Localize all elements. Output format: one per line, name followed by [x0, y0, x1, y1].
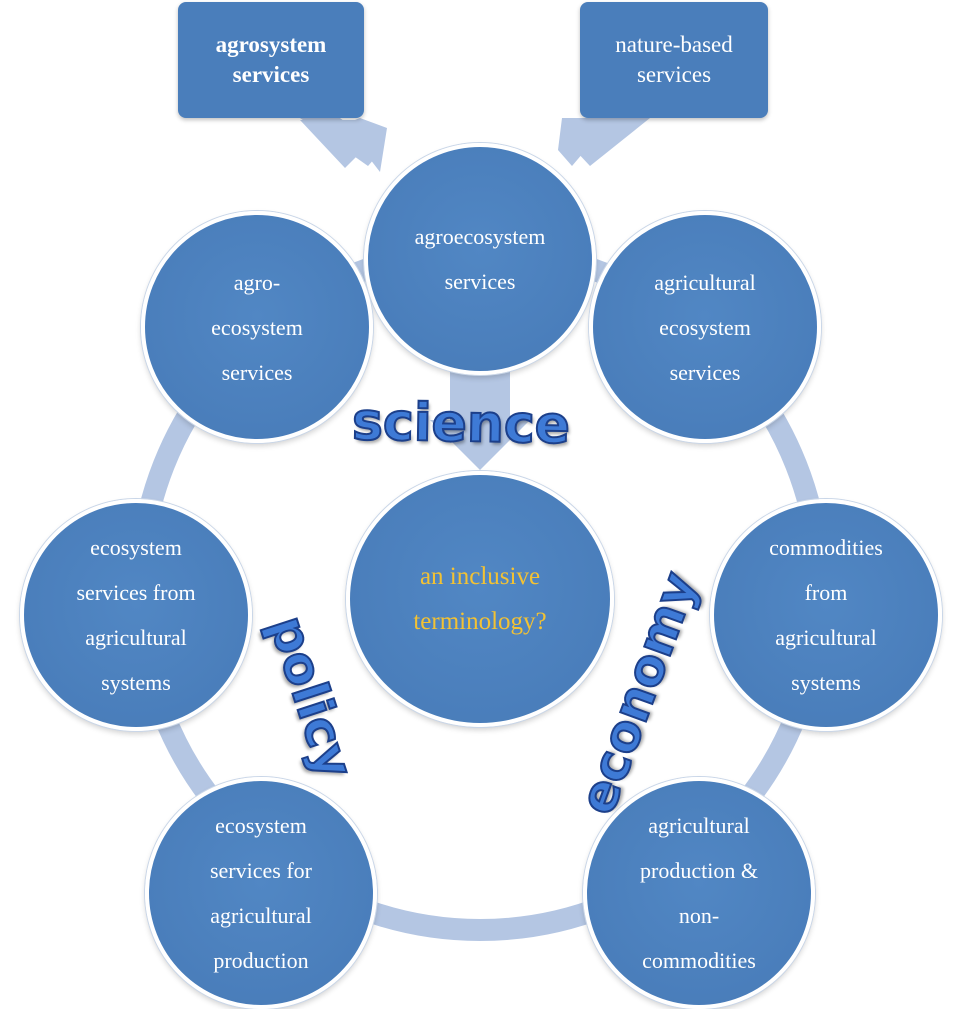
box-nature-based-services: nature-based services — [580, 2, 768, 118]
circle-line: agro- — [234, 260, 280, 305]
circle-line: systems — [791, 660, 861, 705]
circle-line: agroecosystem — [415, 214, 546, 259]
circle-line: agricultural — [775, 615, 876, 660]
box-line: services — [637, 60, 711, 90]
circle-line: commodities — [769, 525, 883, 570]
circle-ecosystem-services-for-agricultural-production: ecosystem services for agricultural prod… — [145, 777, 377, 1009]
circle-commodities-from-agricultural-systems: commodities from agricultural systems — [710, 499, 942, 731]
circle-agricultural-ecosystem-services: agricultural ecosystem services — [589, 211, 821, 443]
circle-line: from — [805, 570, 848, 615]
circle-line: ecosystem — [659, 305, 751, 350]
circle-line: ecosystem — [215, 803, 307, 848]
circle-line: production & — [640, 848, 758, 893]
circle-line: agricultural — [210, 893, 311, 938]
circle-ecosystem-services-from-agricultural-systems: ecosystem services from agricultural sys… — [20, 499, 252, 731]
center-line: terminology? — [413, 599, 546, 644]
circle-line: services for — [210, 848, 312, 893]
circle-line: non- — [679, 893, 719, 938]
circle-line: agricultural — [654, 260, 755, 305]
wordart-science: science — [351, 392, 570, 456]
circle-line: agricultural — [648, 803, 749, 848]
circle-line: services — [670, 350, 741, 395]
box-agrosystem-services: agrosystem services — [178, 2, 364, 118]
box-line: services — [233, 60, 310, 90]
circle-line: agricultural — [85, 615, 186, 660]
circle-inclusive-terminology: an inclusive terminology? — [346, 471, 614, 727]
circle-line: ecosystem — [90, 525, 182, 570]
circle-agro-ecosystem-services: agro- ecosystem services — [141, 211, 373, 443]
circle-line: production — [213, 938, 308, 983]
circle-agroecosystem-services: agroecosystem services — [364, 143, 596, 375]
center-line: an inclusive — [420, 554, 540, 599]
circle-line: services — [222, 350, 293, 395]
box-line: nature-based — [615, 30, 733, 60]
circle-line: services — [445, 259, 516, 304]
box-line: agrosystem — [216, 30, 327, 60]
circle-line: services from — [76, 570, 195, 615]
circle-line: systems — [101, 660, 171, 705]
circle-line: ecosystem — [211, 305, 303, 350]
circle-line: commodities — [642, 938, 756, 983]
